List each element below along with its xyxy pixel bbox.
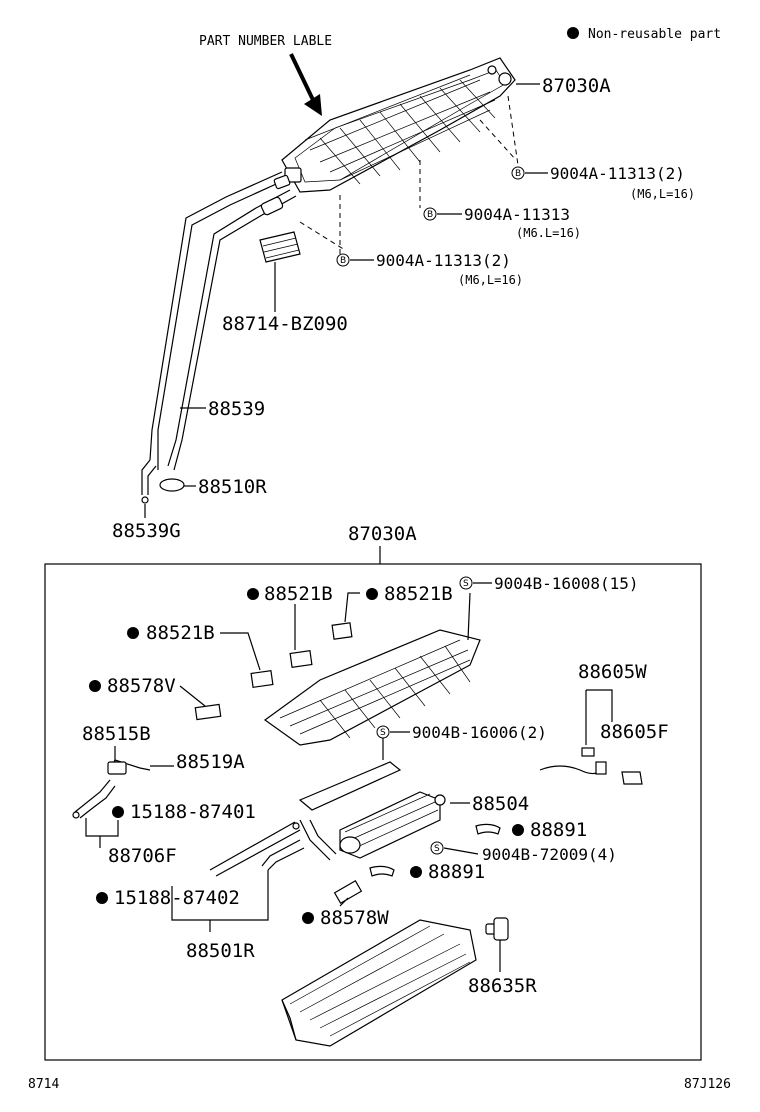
filter-pads — [194, 622, 353, 721]
callout-88539g: 88539G — [112, 520, 181, 542]
callout-88605f: 88605F — [600, 721, 669, 743]
callout-88891-1: 88891 — [530, 819, 587, 841]
bolt-a-symbol-icon — [511, 166, 525, 180]
bolt-c-symbol-icon — [336, 253, 350, 267]
callout-15188-87402: 15188-87402 — [114, 887, 240, 909]
screw-15-symbol-letter: S — [463, 579, 469, 589]
legend-dot-icon — [567, 27, 579, 39]
pad-88578w — [333, 879, 363, 905]
nonreusable-dot-icon — [96, 892, 108, 904]
upper-evaporator-unit — [281, 57, 516, 193]
callout-88578v: 88578V — [107, 675, 176, 697]
callout-88521b-1: 88521B — [264, 583, 333, 605]
nonreusable-dot-icon — [512, 824, 524, 836]
callout-88501r: 88501R — [186, 940, 255, 962]
bolt-a-symbol-letter: B — [515, 169, 521, 179]
part-number-label-title: PART NUMBER LABLE — [199, 34, 332, 49]
box-title-87030a: 87030A — [348, 523, 417, 545]
callout-88605w: 88605W — [578, 661, 647, 683]
expansion-valve-pipes — [72, 759, 151, 819]
callout-bolt-c-spec: (M6,L=16) — [458, 273, 523, 287]
nonreusable-dot-icon — [112, 806, 124, 818]
callout-bolt-c: 9004A-11313(2) — [376, 251, 511, 270]
screw-2-symbol-letter: S — [380, 728, 386, 738]
drain-hose — [485, 917, 509, 941]
callout-88578w: 88578W — [320, 907, 389, 929]
nonreusable-dot-icon — [366, 588, 378, 600]
callout-88519a: 88519A — [176, 751, 245, 773]
screw-4-symbol-icon — [430, 841, 444, 855]
evaporator-core — [298, 761, 446, 861]
callout-15188-87401: 15188-87401 — [130, 801, 256, 823]
callout-bolt-a-spec: (M6,L=16) — [630, 187, 695, 201]
pad-88891-a — [475, 823, 501, 835]
callout-88891-2: 88891 — [428, 861, 485, 883]
screw-15-symbol-icon — [459, 576, 473, 590]
part-number-sticker — [259, 231, 301, 263]
bolt-a-leader-2 — [507, 95, 519, 166]
callout-bolt-b-spec: (M6.L=16) — [516, 226, 581, 240]
nonreusable-dot-icon — [302, 912, 314, 924]
callout-88714-bz090: 88714-BZ090 — [222, 313, 348, 335]
callout-bolt-b: 9004A-11313 — [464, 205, 570, 224]
callout-88706f: 88706F — [108, 845, 177, 867]
pad-88891-b — [369, 865, 395, 877]
footer-left-code: 8714 — [28, 1077, 59, 1092]
callout-88521b-3: 88521B — [146, 622, 215, 644]
callout-screw-15: 9004B-16008(15) — [494, 574, 639, 593]
callout-88521b-2: 88521B — [384, 583, 453, 605]
cooler-tubes — [141, 171, 297, 504]
screw-4-symbol-letter: S — [434, 844, 440, 854]
nonreusable-dot-icon — [127, 627, 139, 639]
callout-88635r: 88635R — [468, 975, 537, 997]
screw-2-symbol-icon — [376, 725, 390, 739]
upper-cover-part — [263, 629, 481, 746]
inner-pipes — [209, 821, 305, 877]
nonreusable-dot-icon — [410, 866, 422, 878]
callout-screw-2: 9004B-16006(2) — [412, 723, 547, 742]
bolt-a-leader-1 — [479, 119, 517, 161]
callout-88539: 88539 — [208, 398, 265, 420]
nonreusable-dot-icon — [89, 680, 101, 692]
nonreusable-dot-icon — [247, 588, 259, 600]
label-arrow-icon — [289, 53, 322, 116]
bolt-c-symbol-letter: B — [340, 256, 346, 266]
callout-88515b: 88515B — [82, 723, 151, 745]
callout-88510r: 88510R — [198, 476, 267, 498]
callout-bolt-a: 9004A-11313(2) — [550, 164, 685, 183]
assembly-box — [44, 563, 702, 1061]
callout-87030a-top: 87030A — [542, 75, 611, 97]
footer-right-code: 87J126 — [684, 1077, 731, 1092]
bolt-b-symbol-letter: B — [427, 210, 433, 220]
callout-screw-4: 9004B-72009(4) — [482, 845, 617, 864]
callout-88504: 88504 — [472, 793, 529, 815]
lower-case-part — [281, 919, 477, 1047]
bolt-b-symbol-icon — [423, 207, 437, 221]
legend-text: Non-reusable part — [588, 27, 721, 42]
bolt-c-leader-1 — [299, 221, 346, 251]
wire-harness — [539, 747, 643, 785]
